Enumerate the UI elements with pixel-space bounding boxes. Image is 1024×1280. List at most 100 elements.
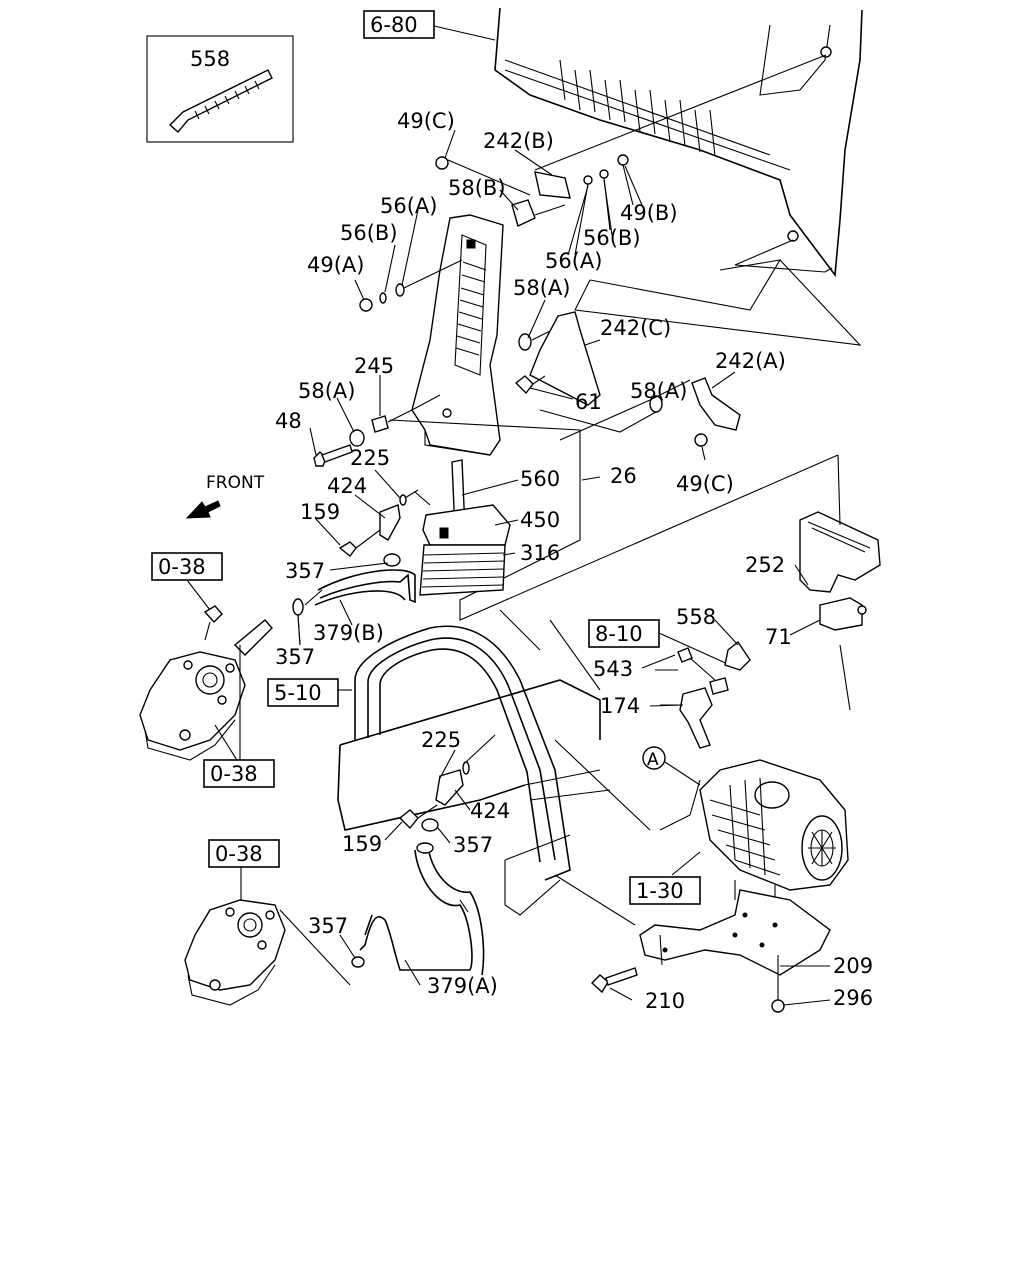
callout-58a-left: 58(A) [298, 379, 355, 403]
callout-174: 174 [600, 694, 640, 718]
ref-0-38-a-label: 0-38 [158, 555, 206, 579]
callout-560: 560 [520, 467, 560, 491]
ref-6-80-label: 6-80 [370, 13, 418, 37]
callout-48: 48 [275, 409, 302, 433]
intake-duct-group [799, 454, 881, 711]
screw-543 [677, 647, 693, 663]
nut-49c-upper [435, 156, 449, 170]
bolt-61 [514, 375, 534, 395]
compressor-bolt [203, 605, 223, 624]
fitting-424-lower [435, 769, 464, 806]
clamp-357-upper [383, 553, 401, 567]
oring-225-upper [399, 494, 407, 506]
callout-357-a: 357 [285, 559, 325, 583]
callout-56a-left: 56(A) [380, 194, 437, 218]
callout-61: 61 [575, 390, 602, 414]
inset-frame [146, 35, 294, 143]
left-fastener-stack [359, 259, 463, 312]
front-indicator: FRONT [185, 473, 265, 519]
callout-225-low: 225 [421, 728, 461, 752]
bolt-210-shank [605, 967, 638, 986]
callout-56b-right: 56(B) [583, 226, 641, 250]
bolt-159-lower [398, 809, 419, 830]
bracket-242c-group [514, 311, 601, 406]
callout-242b: 242(B) [483, 129, 554, 153]
duct-tab [466, 239, 476, 249]
fitting-424-upper [379, 504, 401, 541]
callout-543: 543 [593, 657, 633, 681]
marker-a-circle [642, 746, 666, 770]
mount-bracket-group [590, 889, 831, 1013]
bracket-242a [691, 377, 741, 431]
callout-56a-right: 56(A) [545, 249, 602, 273]
callout-424-low: 424 [470, 799, 510, 823]
clamp-357-lower [292, 598, 304, 616]
callout-58b: 58(B) [448, 176, 506, 200]
clamp-71 [819, 597, 863, 631]
ref-8-10-label: 8-10 [595, 622, 643, 646]
connector-558 [724, 640, 751, 671]
washer-56a-right [583, 175, 593, 185]
air-duct-housing [411, 214, 504, 456]
callout-49a: 49(A) [307, 253, 364, 277]
hose-379a-end [416, 842, 434, 854]
cable-tie-inset: 558 [146, 35, 294, 143]
cab-bolt-lower [787, 230, 799, 242]
ref-box-1-30 [629, 876, 701, 905]
compressor-upper-group: 0-38 0-38 [139, 552, 275, 788]
callout-56b-left: 56(B) [340, 221, 398, 245]
ref-5-10-label: 5-10 [274, 681, 322, 705]
ref-1-30-label: 1-30 [636, 879, 684, 903]
group-26-leader [389, 419, 839, 621]
cab-bolt-upper [820, 46, 832, 58]
callout-296: 296 [833, 986, 873, 1010]
oring-225-lower [462, 761, 470, 775]
washer-56a-left [395, 283, 405, 297]
duct-screw [442, 408, 452, 418]
compressor-fitting-upper [233, 619, 273, 656]
ref-box-8-10 [588, 619, 660, 648]
callout-49c-top: 49(C) [397, 109, 455, 133]
clamp-357-c [421, 818, 439, 832]
air-cleaner-inlet [754, 781, 790, 809]
callout-a: A [647, 750, 659, 770]
frame-rail-group: 5-10 [267, 609, 651, 916]
leader-lines [297, 129, 821, 986]
air-duct [411, 214, 504, 456]
bracket-242c [529, 311, 601, 406]
callout-242c: 242(C) [600, 316, 671, 340]
callout-labels: 49(C) 242(B) 58(B) 56(A) 56(B) 49(A) 49(… [275, 109, 873, 1013]
front-label: FRONT [206, 473, 265, 493]
bolt-48-shank [321, 444, 353, 463]
callout-242a: 242(A) [715, 349, 786, 373]
bushing-58a-left [349, 429, 365, 447]
callout-225-top: 225 [350, 446, 390, 470]
nut-49a [359, 298, 373, 312]
compressor-lower-pulley [237, 912, 263, 938]
callout-379a: 379(A) [427, 974, 498, 998]
callout-58a-mid: 58(A) [513, 276, 570, 300]
callout-49b: 49(B) [620, 201, 678, 225]
callout-245: 245 [354, 354, 394, 378]
hose-379b [317, 569, 416, 604]
cab-back-panel [494, 7, 863, 278]
callout-357-c: 357 [453, 833, 493, 857]
callout-316: 316 [520, 541, 560, 565]
compressor-upper-pulley [195, 665, 225, 695]
callout-558-inset: 558 [190, 47, 230, 71]
front-arrow-icon [185, 500, 221, 519]
washer-56b-right [599, 169, 609, 179]
lower-hose-group [351, 734, 496, 976]
callout-26: 26 [610, 464, 637, 488]
sensor-group: 8-10 [588, 619, 751, 749]
boot-450-clip [439, 527, 449, 539]
nut-49c-right [694, 433, 708, 447]
callout-159-low: 159 [342, 832, 382, 856]
ref-box-0-38-b [203, 759, 275, 788]
cable-tie-icon [168, 69, 273, 133]
ref-box-0-38-c [208, 839, 280, 868]
washer-56b-left [379, 292, 387, 304]
callout-49c-right: 49(C) [676, 472, 734, 496]
callout-252: 252 [745, 553, 785, 577]
